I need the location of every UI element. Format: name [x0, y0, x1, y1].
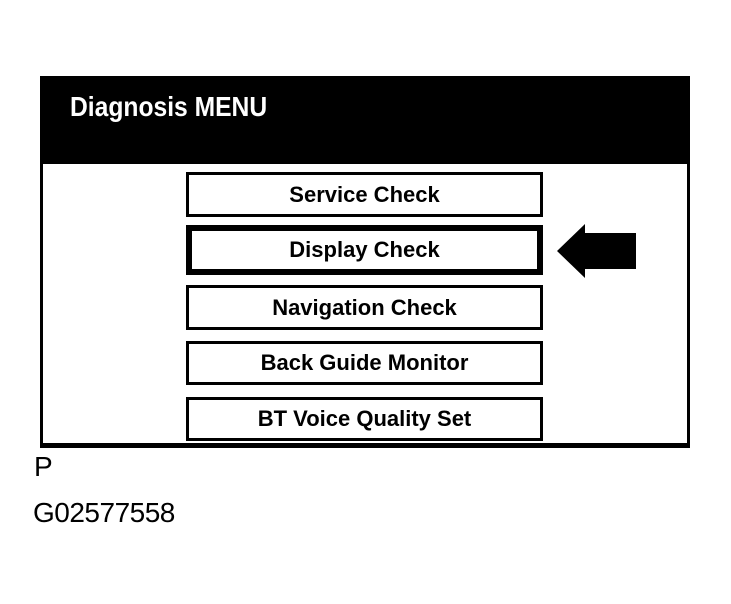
selection-arrow-icon [557, 224, 636, 278]
figure-id: G02577558 [33, 497, 175, 528]
menu-item-navigation-check[interactable]: Navigation Check [186, 285, 543, 330]
menu-item-service-check[interactable]: Service Check [186, 172, 543, 217]
diagnosis-screen: Diagnosis MENU Service Check Display Che… [40, 76, 690, 448]
menu-item-back-guide-monitor[interactable]: Back Guide Monitor [186, 341, 543, 385]
menu-item-display-check[interactable]: Display Check [186, 225, 543, 275]
screen-title: Diagnosis MENU [70, 91, 268, 122]
menu-item-bt-voice-quality-set[interactable]: BT Voice Quality Set [186, 397, 543, 441]
screen-header: Diagnosis MENU [40, 76, 690, 164]
page-marker: P [34, 451, 53, 482]
